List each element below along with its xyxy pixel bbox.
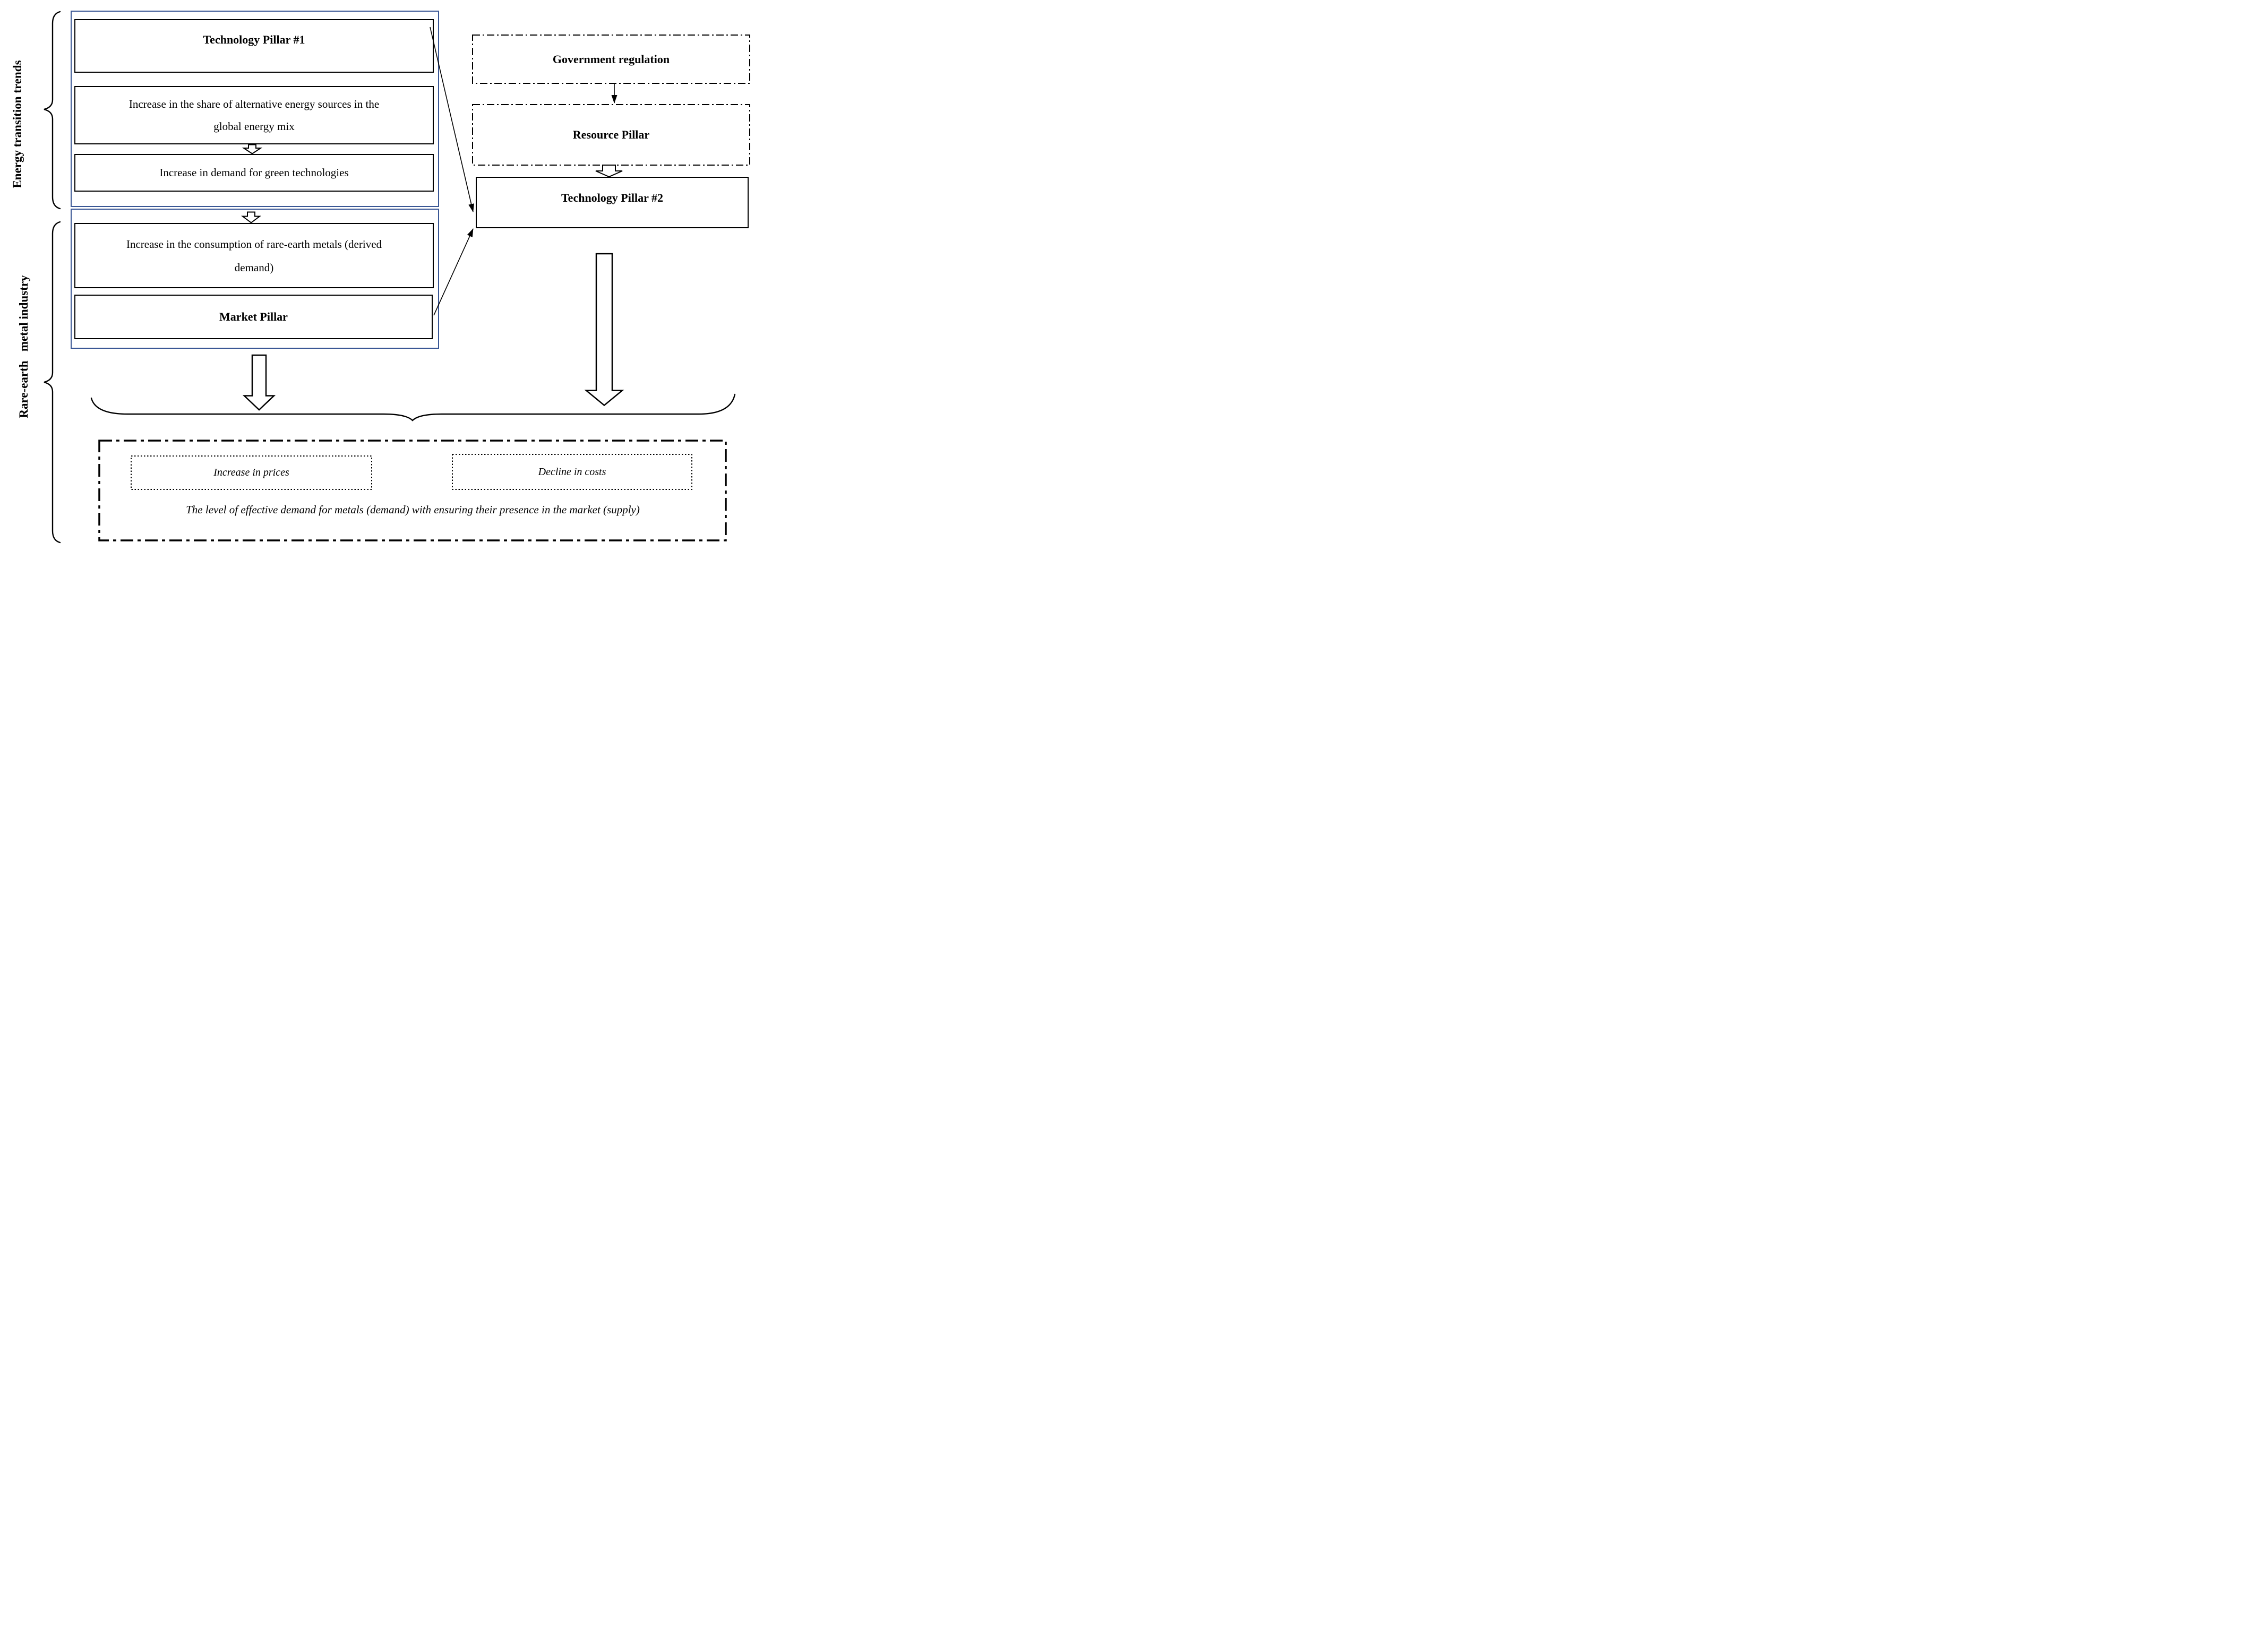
outcome-summary-text: The level of effective demand for metals…	[186, 503, 640, 516]
technology-pillar-2-label: Technology Pillar #2	[561, 191, 663, 204]
alt-energy-share-label: Increase in the share of alternative ene…	[128, 98, 380, 133]
flow-diagram: Energy transition trends Rare-earth meta…	[0, 0, 754, 550]
government-regulation-box: Government regulation	[473, 35, 750, 83]
side-label-rare-earth: Rare-earth metal industry	[17, 275, 30, 418]
green-tech-demand-label: Increase in demand for green technologie…	[159, 166, 349, 179]
resource-pillar-box: Resource Pillar	[473, 105, 750, 165]
decline-in-costs-box: Decline in costs	[452, 454, 692, 489]
increase-in-prices-box: Increase in prices	[131, 456, 372, 489]
market-to-pillar2-arrow	[433, 228, 474, 316]
ree-consumption-label: Increase in the consumption of rare-eart…	[126, 237, 382, 274]
energy-transition-brace-icon	[44, 11, 61, 210]
technology-pillar-1-label: Technology Pillar #1	[203, 33, 305, 46]
decline-in-costs-label: Decline in costs	[538, 466, 606, 478]
side-label-energy-transition: Energy transition trends	[11, 60, 24, 188]
resource-pillar-label: Resource Pillar	[572, 128, 650, 141]
alt-energy-share-box: Increase in the share of alternative ene…	[74, 86, 434, 144]
rare-earth-brace-icon	[44, 221, 61, 544]
green-tech-demand-box: Increase in demand for green technologie…	[74, 154, 434, 192]
technology-pillar-2-box: Technology Pillar #2	[476, 177, 749, 228]
big-down-arrow-icon	[584, 253, 624, 407]
big-down-arrow-icon	[242, 354, 276, 411]
gathering-brace-icon	[90, 393, 736, 421]
market-pillar-box: Market Pillar	[74, 295, 433, 339]
government-regulation-label: Government regulation	[552, 52, 670, 66]
market-pillar-label: Market Pillar	[219, 310, 288, 323]
down-arrow-icon	[595, 165, 623, 178]
technology-pillar-1-box: Technology Pillar #1	[74, 19, 434, 73]
increase-in-prices-label: Increase in prices	[213, 467, 289, 478]
ree-consumption-box: Increase in the consumption of rare-eart…	[74, 223, 434, 288]
